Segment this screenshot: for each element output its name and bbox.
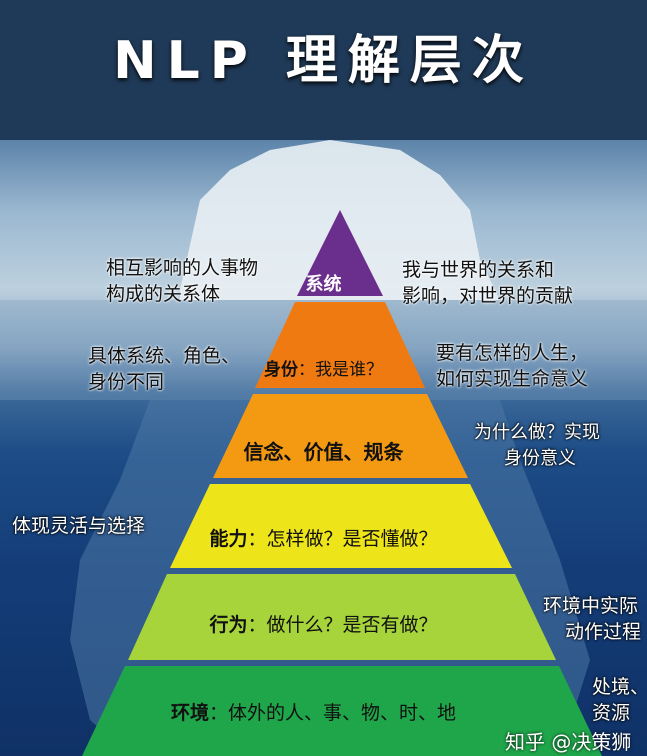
note-identity-right: 要有怎样的人生，如何实现生命意义	[436, 342, 589, 390]
note-identity-left: 具体系统、角色、身份不同	[88, 345, 241, 393]
level-label-system: 系统	[305, 274, 342, 295]
note-environment-right: 处境、资源	[592, 676, 647, 724]
level-system	[297, 210, 383, 296]
level-label-identity: 身份：我是谁？	[264, 360, 383, 380]
level-capability	[170, 484, 512, 568]
level-label-beliefs: 信念、价值、规条	[243, 440, 404, 464]
note-system-left: 相互影响的人事物构成的关系体	[106, 257, 259, 305]
note-capability-left: 体现灵活与选择	[12, 515, 146, 537]
note-behavior-right: 环境中实际动作过程	[543, 595, 642, 643]
level-label-behavior: 行为：做什么？是否有做？	[209, 614, 438, 636]
level-label-capability: 能力：怎样做？是否懂做？	[209, 528, 438, 550]
level-behavior	[128, 574, 556, 660]
note-beliefs-right: 为什么做？实现身份意义	[474, 422, 600, 469]
level-beliefs	[213, 394, 468, 478]
level-label-environment: 环境：体外的人、事、物、时、地	[170, 702, 457, 724]
page-title: NLP 理解层次	[113, 31, 534, 91]
note-system-right: 我与世界的关系和影响，对世界的贡献	[402, 259, 574, 307]
level-environment	[82, 666, 602, 756]
watermark: 知乎 @决策狮	[505, 730, 632, 754]
level-identity	[255, 302, 425, 388]
